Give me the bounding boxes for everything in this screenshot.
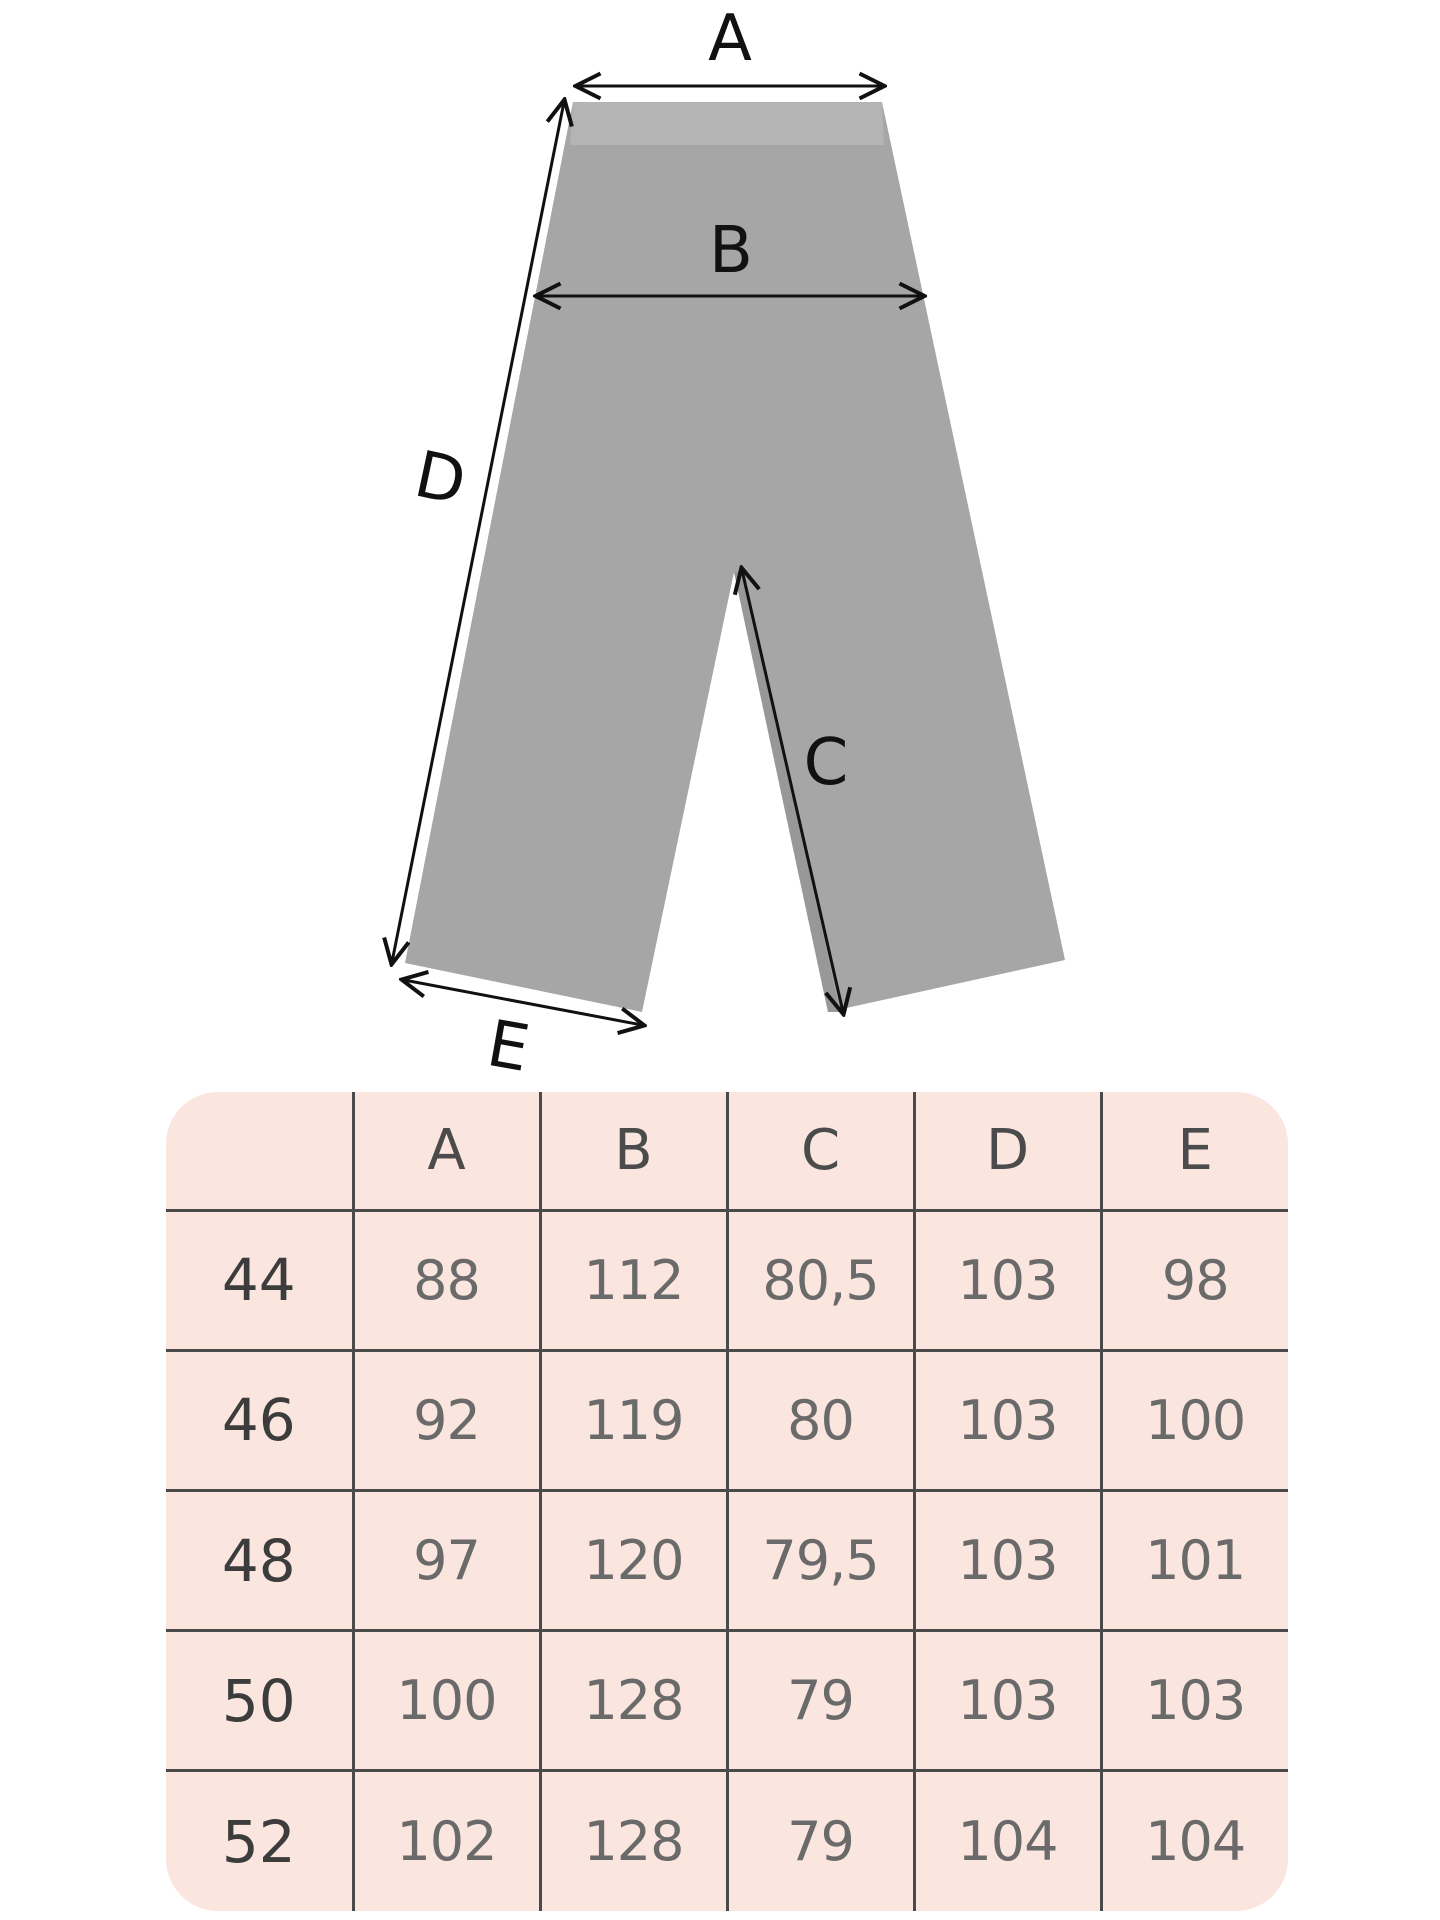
table-row: 48 97 120 79,5 103 101 — [166, 1488, 1288, 1633]
table-cell: 103 — [912, 1488, 1103, 1633]
column-header-c: C — [725, 1092, 916, 1212]
corner-cell — [166, 1092, 355, 1212]
table-header-row: A B C D E — [166, 1092, 1288, 1212]
arrow-e — [404, 980, 642, 1025]
arrow-c — [742, 570, 843, 1012]
size-label: 50 — [166, 1629, 355, 1773]
table-cell: 102 — [351, 1769, 542, 1911]
label-a: A — [708, 2, 752, 76]
table-cell: 104 — [1099, 1769, 1288, 1911]
label-c: C — [804, 726, 849, 800]
table-cell: 79 — [725, 1769, 916, 1911]
table-row: 44 88 112 80,5 103 98 — [166, 1208, 1288, 1352]
table-cell: 100 — [1099, 1348, 1288, 1492]
table-cell: 120 — [538, 1488, 729, 1633]
table-cell: 101 — [1099, 1488, 1288, 1633]
size-chart-table: A B C D E 44 88 112 80,5 103 98 46 92 11… — [166, 1092, 1288, 1911]
size-label: 44 — [166, 1208, 355, 1352]
label-d: D — [408, 438, 472, 521]
table-cell: 98 — [1099, 1208, 1288, 1352]
pants-measurement-diagram: A B D C E — [0, 2, 1065, 1087]
waistband — [570, 102, 884, 145]
label-b: B — [709, 214, 753, 288]
table-cell: 103 — [1099, 1629, 1288, 1773]
table-cell: 79,5 — [725, 1488, 916, 1633]
table-cell: 80 — [725, 1348, 916, 1492]
table-cell: 103 — [912, 1208, 1103, 1352]
column-header-a: A — [351, 1092, 542, 1212]
size-label: 48 — [166, 1488, 355, 1633]
table-cell: 128 — [538, 1629, 729, 1773]
table-cell: 112 — [538, 1208, 729, 1352]
table-cell: 92 — [351, 1348, 542, 1492]
size-chart-panel: A B C D E 44 88 112 80,5 103 98 46 92 11… — [166, 1092, 1288, 1911]
column-header-e: E — [1099, 1092, 1288, 1212]
table-row: 50 100 128 79 103 103 — [166, 1629, 1288, 1773]
table-cell: 97 — [351, 1488, 542, 1633]
column-header-b: B — [538, 1092, 729, 1212]
table-cell: 103 — [912, 1348, 1103, 1492]
table-cell: 88 — [351, 1208, 542, 1352]
size-label: 52 — [166, 1769, 355, 1911]
arrow-d — [392, 102, 564, 962]
size-label: 46 — [166, 1348, 355, 1492]
table-cell: 104 — [912, 1769, 1103, 1911]
table-cell: 79 — [725, 1629, 916, 1773]
table-cell: 128 — [538, 1769, 729, 1911]
table-cell: 103 — [912, 1629, 1103, 1773]
table-cell: 100 — [351, 1629, 542, 1773]
table-row: 52 102 128 79 104 104 — [166, 1769, 1288, 1911]
table-cell: 80,5 — [725, 1208, 916, 1352]
table-cell: 119 — [538, 1348, 729, 1492]
table-row: 46 92 119 80 103 100 — [166, 1348, 1288, 1492]
column-header-d: D — [912, 1092, 1103, 1212]
label-e: E — [482, 1007, 535, 1087]
